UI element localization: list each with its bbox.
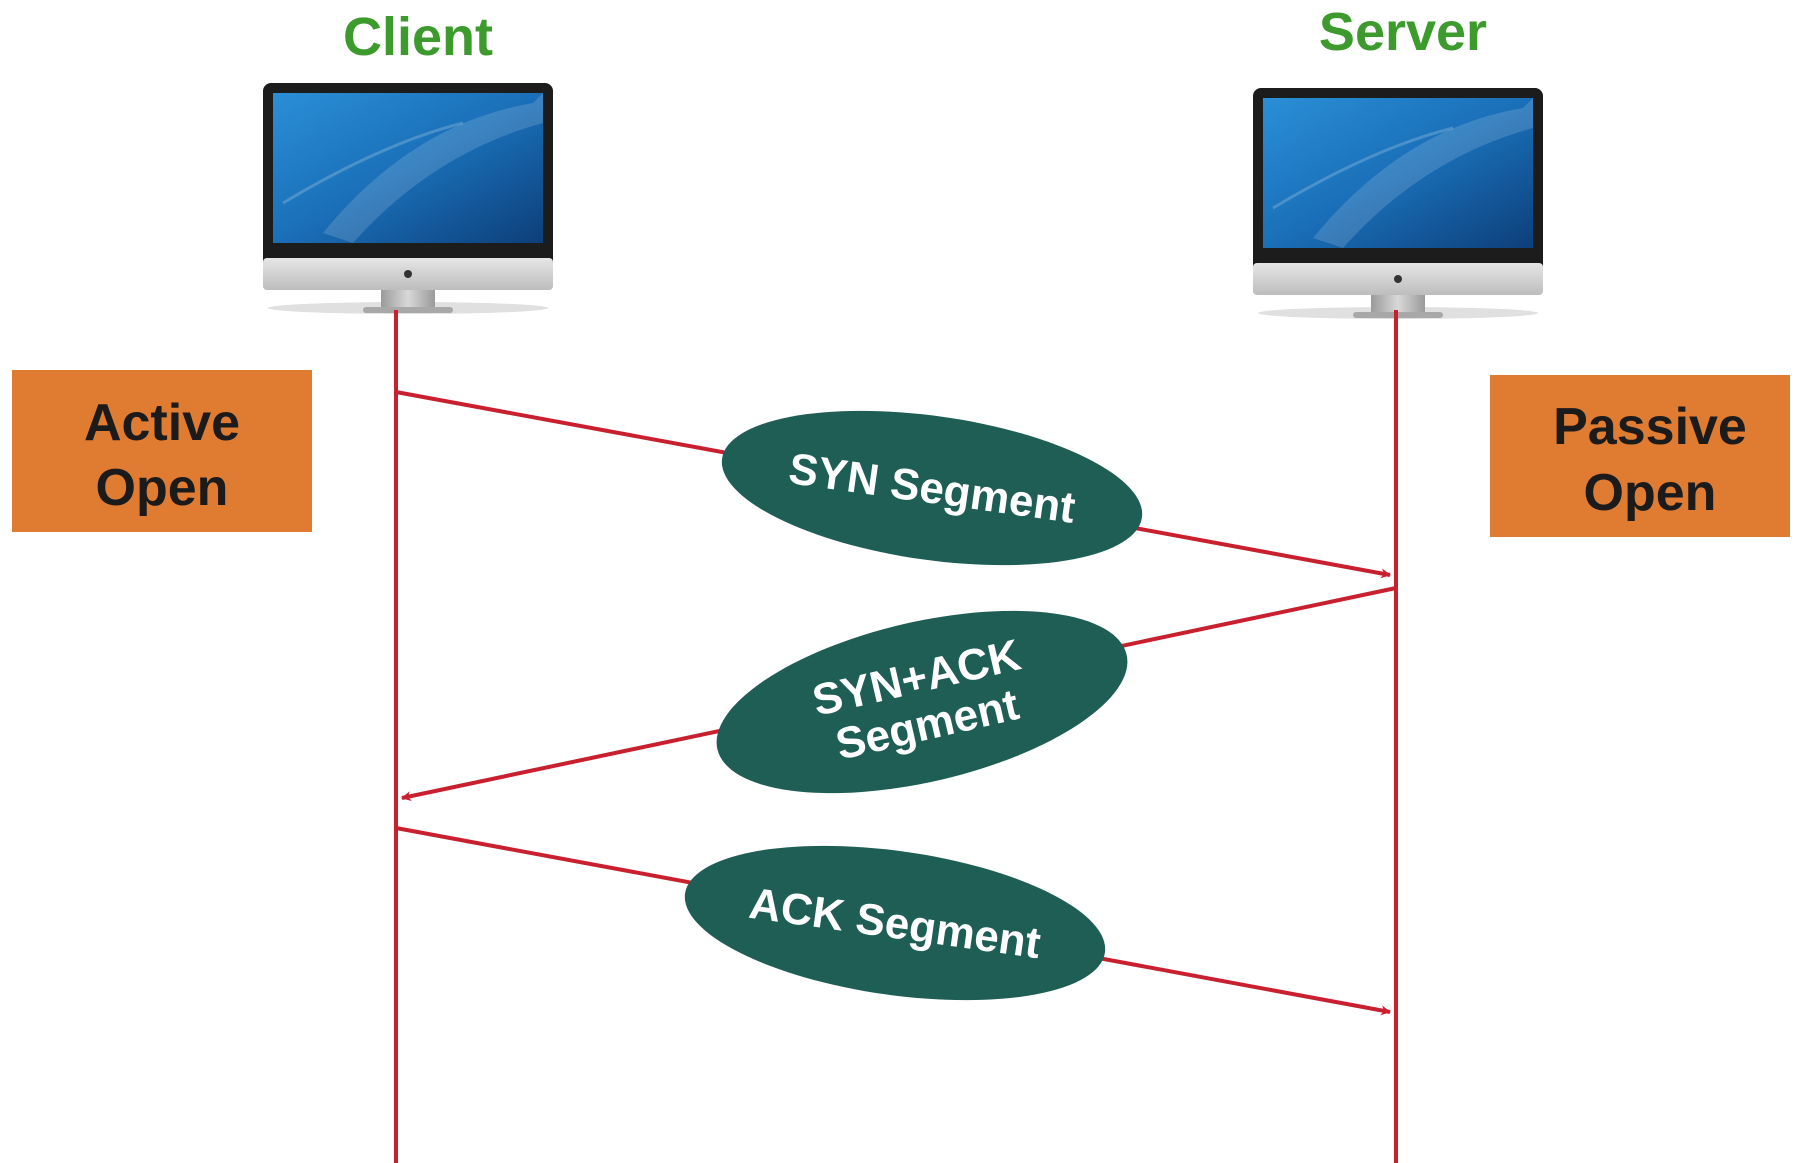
server-state-box: Passive Open	[1490, 375, 1790, 537]
client-title: Client	[343, 7, 493, 67]
client-state-box: Active Open	[12, 370, 312, 532]
client-monitor-icon	[263, 83, 553, 314]
server-state-line1: Passive	[1553, 398, 1747, 456]
client-state-line2: Open	[96, 459, 229, 517]
syn-ack-segment-label: SYN+ACK Segment	[716, 610, 1128, 794]
ack-segment-label: ACK Segment	[684, 845, 1106, 1001]
server-title: Server	[1319, 2, 1487, 62]
syn-segment-label: SYN Segment	[721, 410, 1143, 566]
server-state-line2: Open	[1584, 464, 1717, 522]
client-state-line1: Active	[84, 394, 240, 452]
server-monitor-icon	[1253, 88, 1543, 319]
